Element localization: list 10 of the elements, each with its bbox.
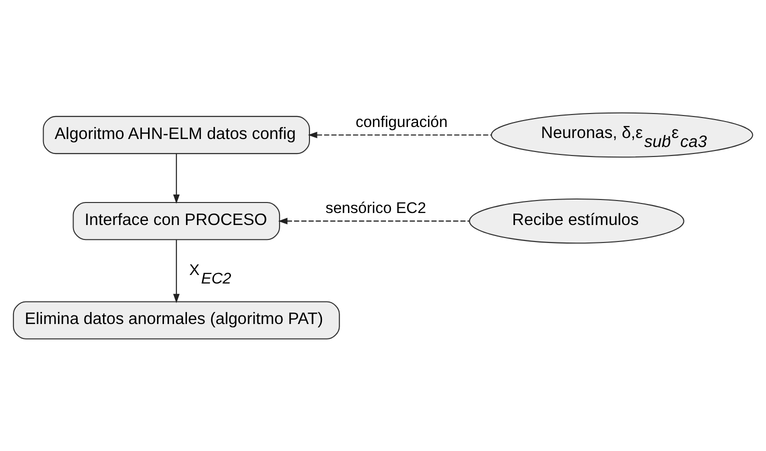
- arrow: [173, 153, 180, 204]
- node-box: Interface con PROCESO: [72, 201, 280, 240]
- edge-label: configuración: [356, 113, 448, 130]
- arrow: [173, 239, 180, 303]
- edge-label: sensórico EC2: [325, 199, 426, 216]
- node-box: Algoritmo AHN-ELM datos config: [42, 115, 310, 154]
- node-box: Elimina datos anormales (algoritmo PAT): [12, 300, 340, 339]
- arrow: [278, 217, 470, 224]
- node-ellipse: Recibe estímulos: [468, 198, 684, 244]
- arrow: [308, 131, 492, 138]
